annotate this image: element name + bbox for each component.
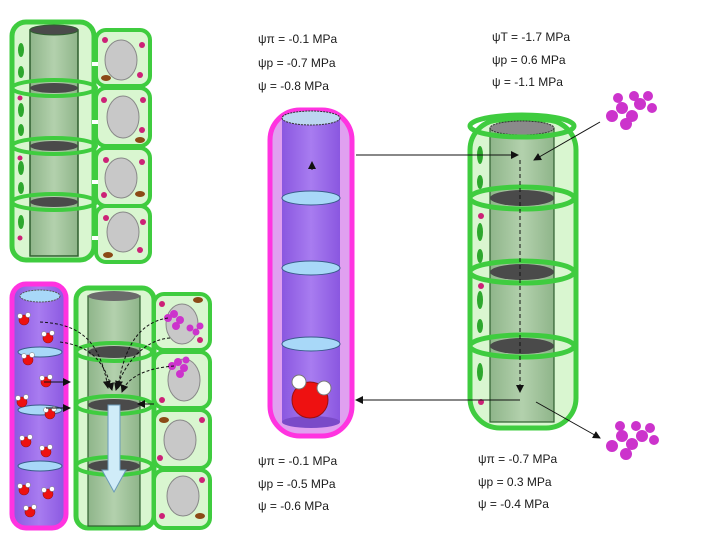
phloem-bottom-pressure-label: ψp = -0.5 MPa [258,477,336,491]
connector-arrows [355,121,601,439]
phloem-bottom-osmotic-label: ψπ = -0.1 MPa [258,454,338,468]
flow-arrows [39,317,175,393]
xylem-bottom-total-label: ψ = -0.4 MPa [478,497,549,511]
sugar-cluster-bottom-right [606,421,659,460]
center-phloem-tube [267,107,355,439]
phloem-top-total-label: ψ = -0.8 MPa [258,79,329,93]
xylem-bottom-pressure-label: ψp = 0.3 MPa [478,475,552,489]
top-left-xylem-panel [9,19,152,264]
water-molecules [15,312,57,518]
sugar-cluster-top-right [606,91,657,130]
parenchyma-column [92,28,152,264]
sugar-clusters [164,310,204,378]
phloem-top-pressure-label: ψp = -0.7 MPa [258,56,336,70]
xylem-top-total-label: ψ = -1.1 MPa [492,75,563,89]
xylem-top-pressure-label: ψp = 0.6 MPa [492,53,566,67]
bottom-left-panel [9,281,212,531]
phloem-bottom-total-label: ψ = -0.6 MPa [258,499,329,513]
xylem-top-osmotic-label: ψT = -1.7 MPa [492,30,571,44]
xylem-bottom-osmotic-label: ψπ = -0.7 MPa [478,452,558,466]
right-xylem-vessel [467,112,579,431]
phloem-top-osmotic-label: ψπ = -0.1 MPa [258,32,338,46]
